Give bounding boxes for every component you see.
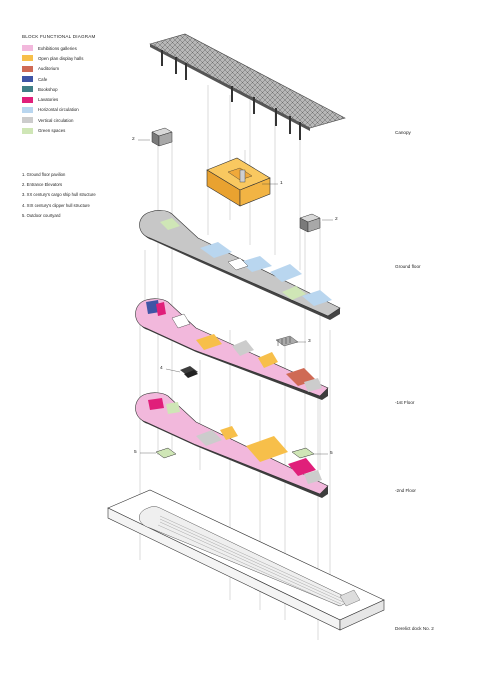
note-item: 3. XX century's cargo ship hull structur… xyxy=(22,192,96,198)
legend-swatch xyxy=(22,106,33,113)
callout-4: 4 xyxy=(160,366,163,371)
legend-item: Auditorium xyxy=(22,64,142,74)
legend-swatch xyxy=(22,117,33,124)
label-ground-floor: Ground floor xyxy=(395,264,421,269)
legend-label: Auditorium xyxy=(38,66,59,72)
legend-swatch xyxy=(22,55,33,62)
legend-item: Bookshop xyxy=(22,84,142,94)
legend-swatch xyxy=(22,45,33,52)
legend-label: Bookshop xyxy=(38,86,58,92)
legend-title: BLOCK FUNCTIONAL DIAGRAM xyxy=(22,34,96,39)
legend-label: Exhibitions galleries xyxy=(38,45,77,51)
minus-1st-floor-slab xyxy=(135,298,329,400)
note-item: 1. Ground floor pavilion xyxy=(22,172,66,177)
note-item: 5. Outdoor courtyard xyxy=(22,212,61,218)
callout-3: 3 xyxy=(308,339,311,344)
clipper-hull-structure xyxy=(180,366,198,378)
callout-1: 1 xyxy=(280,181,283,186)
minus-2nd-floor-slab xyxy=(135,392,329,498)
ground-floor-pavilion xyxy=(206,157,271,207)
legend-swatch xyxy=(22,96,33,103)
legend-swatch xyxy=(22,76,33,83)
functional-legend: BLOCK FUNCTIONAL DIAGRAM Exhibitions gal… xyxy=(22,34,142,136)
callout-2-canopy: 2 xyxy=(132,137,135,142)
entrance-elevator xyxy=(151,127,173,147)
legend-label: Cafe xyxy=(38,76,48,82)
legend-swatch xyxy=(22,127,33,134)
callout-5-east: 5 xyxy=(330,451,333,456)
label-canopy: Canopy xyxy=(395,130,411,135)
outdoor-courtyard-west xyxy=(155,447,177,459)
cargo-ship-hull-structure xyxy=(275,335,299,347)
label-derelict-dock: Derelict dock No. 2 xyxy=(395,626,434,631)
legend-label: Lavatories xyxy=(38,97,59,103)
label-minus-2nd-floor: -2nd Floor xyxy=(395,488,416,493)
outdoor-courtyard-east xyxy=(291,447,315,459)
entrance-elevator-east xyxy=(299,213,321,233)
legend-item: Open plan display halls xyxy=(22,53,142,63)
numbered-notes: 1. Ground floor pavilion 2. Entrance Elev… xyxy=(22,172,162,223)
legend-item: Green spaces xyxy=(22,125,142,135)
legend-label: Green spaces xyxy=(38,128,66,134)
legend-label: Horizontal circulation xyxy=(38,107,79,113)
ground-floor-slab xyxy=(139,210,341,320)
legend-item: Cafe xyxy=(22,74,142,84)
legend-label: Vertical circulation xyxy=(38,117,74,123)
legend-item: Exhibitions galleries xyxy=(22,43,142,53)
note-item: 2. Entrance Elevators xyxy=(22,182,63,188)
callout-2-ground: 2 xyxy=(335,217,338,222)
legend-item: Vertical circulation xyxy=(22,115,142,125)
legend-swatch xyxy=(22,86,33,93)
derelict-dock xyxy=(107,489,385,631)
note-item: 4. XIX century's clipper hull structure xyxy=(22,202,90,208)
legend-item: Horizontal circulation xyxy=(22,105,142,115)
legend-item: Lavatories xyxy=(22,94,142,104)
label-minus-1st-floor: -1st Floor xyxy=(395,400,415,405)
legend-swatch xyxy=(22,65,33,72)
canopy-roof xyxy=(149,33,346,140)
callout-5-west: 5 xyxy=(134,450,137,455)
legend-label: Open plan display halls xyxy=(38,55,84,61)
